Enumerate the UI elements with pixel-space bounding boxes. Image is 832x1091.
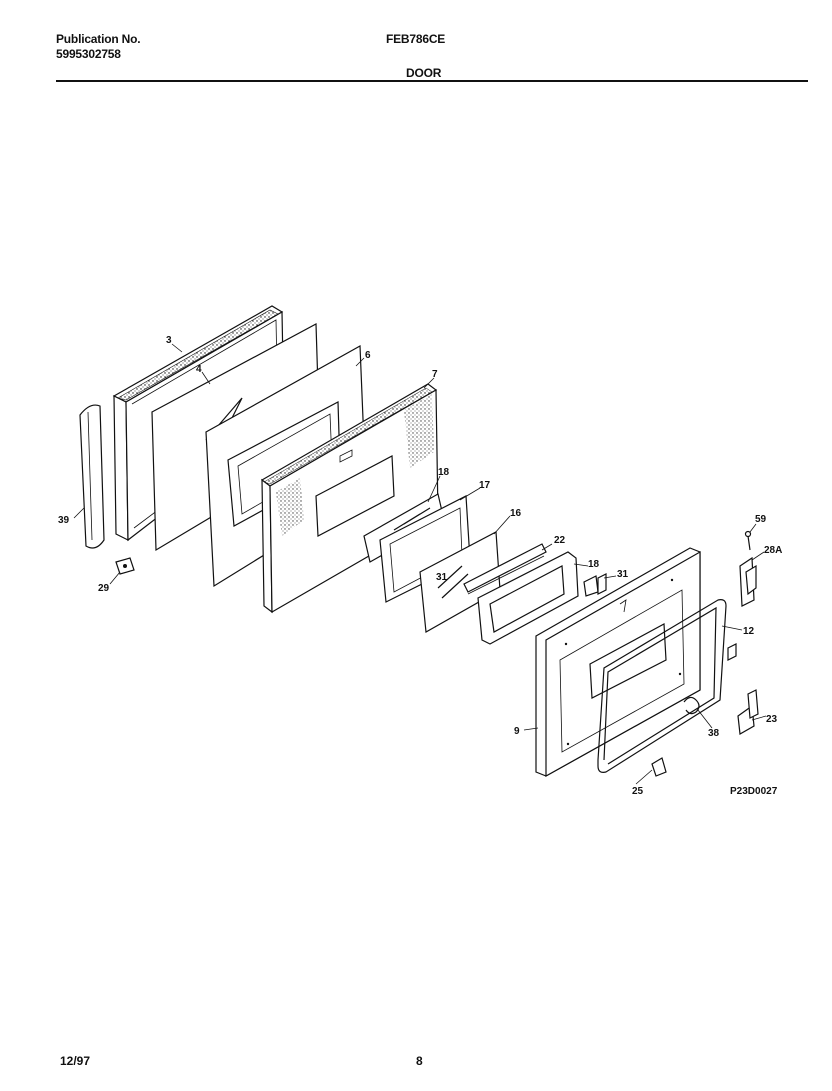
- callout-23: 23: [766, 714, 778, 725]
- publication-label: Publication No.: [56, 32, 141, 46]
- callout-12: 12: [743, 626, 755, 637]
- part-38-spring: [683, 696, 700, 715]
- footer-page-number: 8: [416, 1054, 423, 1068]
- part-31-clips: [583, 573, 607, 597]
- part-12-trim-ring: [597, 599, 737, 773]
- part-29-clip: [115, 557, 135, 575]
- callout-labels: 3 4 6 7 39 29 18 17 16 31 22 18 31 59 28…: [58, 335, 782, 797]
- diagram-code: P23D0027: [730, 786, 778, 797]
- part-23-lower-hinge: [737, 689, 759, 735]
- callout-31-left: 31: [436, 572, 448, 583]
- callout-25: 25: [632, 786, 644, 797]
- callout-39: 39: [58, 515, 70, 526]
- callout-22: 22: [554, 535, 566, 546]
- part-7-outer-door-panel: [260, 383, 439, 614]
- publication-number: 5995302758: [56, 47, 121, 61]
- part-28a-hinge: [739, 556, 757, 607]
- callout-3: 3: [166, 335, 172, 346]
- footer-date: 12/97: [60, 1054, 91, 1068]
- callout-18-lower: 18: [588, 559, 600, 570]
- part-18-window-frame: [477, 551, 579, 645]
- callout-6: 6: [365, 350, 371, 361]
- leader-lines: [73, 343, 767, 785]
- callout-9: 9: [514, 726, 520, 737]
- part-39-side-trim: [79, 404, 105, 549]
- part-25-bracket: [651, 757, 667, 777]
- model-number: FEB786CE: [386, 32, 446, 46]
- callout-31-right: 31: [617, 569, 629, 580]
- part-59-screw: [744, 530, 752, 551]
- callout-18-upper: 18: [438, 467, 450, 478]
- callout-4: 4: [196, 364, 202, 375]
- callout-28a: 28A: [764, 545, 782, 556]
- callout-16: 16: [510, 508, 522, 519]
- callout-29: 29: [98, 583, 110, 594]
- callout-7: 7: [432, 369, 438, 380]
- callout-38: 38: [708, 728, 720, 739]
- section-title: DOOR: [406, 66, 442, 80]
- part-22-gasket-strip: [463, 543, 547, 595]
- callout-59: 59: [755, 514, 767, 525]
- callout-17: 17: [479, 480, 491, 491]
- header-rule: [56, 80, 808, 82]
